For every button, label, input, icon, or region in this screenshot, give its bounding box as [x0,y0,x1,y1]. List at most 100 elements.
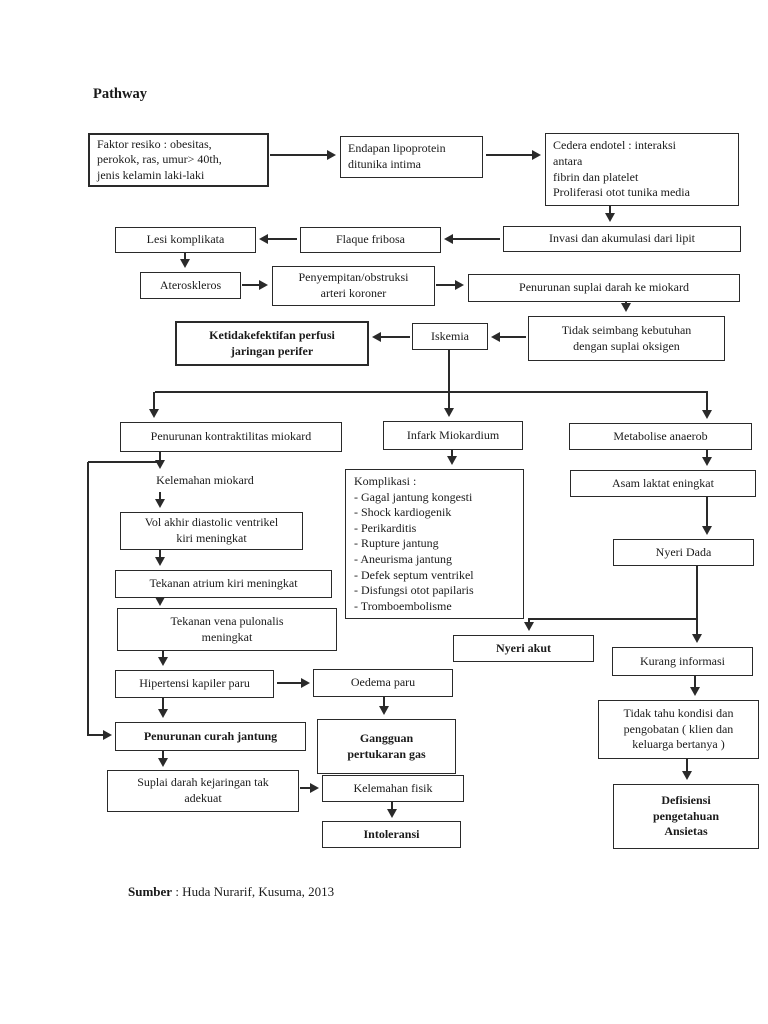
node-invasi-akumulasi: Invasi dan akumulasi dari lipit [503,226,741,252]
arrowhead-icon [149,409,159,418]
connector-line [159,550,161,559]
arrowhead-icon [690,687,700,696]
connector-line [706,450,708,459]
node-tekanan-atrium: Tekanan atrium kiri meningkat [115,570,332,598]
arrowhead-icon [605,213,615,222]
node-oedema-paru: Oedema paru [313,669,453,697]
node-penurunan-suplai-darah: Penurunan suplai darah ke miokard [468,274,740,302]
node-penyempitan-obstruksi: Penyempitan/obstruksi arteri koroner [272,266,435,306]
source-citation: Sumber : Huda Nurarif, Kusuma, 2013 [128,884,334,900]
arrowhead-icon [372,332,381,342]
node-vol-akhir-diastolic: Vol akhir diastolic ventrikel kiri menin… [120,512,303,550]
arrowhead-icon [158,758,168,767]
connector-line [162,698,164,711]
node-intoleransi: Intoleransi [322,821,461,848]
connector-line [529,618,698,620]
node-kurang-informasi: Kurang informasi [612,647,753,676]
connector-line [300,787,312,789]
arrowhead-icon [310,783,319,793]
connector-line [162,651,164,659]
source-text: : Huda Nurarif, Kusuma, 2013 [172,884,335,899]
node-kelemahan-fisik: Kelemahan fisik [322,775,464,802]
arrowhead-icon [327,150,336,160]
arrowhead-icon [155,499,165,508]
arrowhead-icon [702,526,712,535]
connector-line [451,450,453,458]
node-kelemahan-miokard: Kelemahan miokard [156,473,254,487]
connector-line [383,697,385,708]
connector-line [451,238,500,240]
arrowhead-icon [682,771,692,780]
arrowhead-icon [259,280,268,290]
page-title: Pathway [93,86,147,102]
node-cedera-endotel: Cedera endotel : interaksi antara fibrin… [545,133,739,206]
node-nyeri-akut: Nyeri akut [453,635,594,662]
connector-line [155,391,708,393]
node-hipertensi-kapiler: Hipertensi kapiler paru [115,670,274,698]
node-nyeri-dada: Nyeri Dada [613,539,754,566]
arrowhead-icon [155,460,165,469]
arrowhead-icon [524,622,534,631]
connector-line [486,154,534,156]
connector-line [706,392,708,412]
node-tidak-seimbang-kebutuhan: Tidak seimbang kebutuhan dengan suplai o… [528,316,725,361]
arrowhead-icon [532,150,541,160]
node-infark-miokardium: Infark Miokardium [383,421,523,450]
connector-line [153,392,155,411]
node-ketidakefektifan-perfusi: Ketidakefektifan perfusi jaringan perife… [175,321,369,366]
connector-line [162,751,164,760]
node-faktor-resiko: Faktor resiko : obesitas, perokok, ras, … [88,133,269,187]
arrowhead-icon [702,410,712,419]
node-lesi-komplikata: Lesi komplikata [115,227,256,253]
connector-line [528,618,530,624]
connector-line [88,461,160,463]
connector-line [184,253,186,261]
arrowhead-icon [259,234,268,244]
node-penurunan-kontraktilitas: Penurunan kontraktilitas miokard [120,422,342,452]
arrowhead-icon [158,709,168,718]
arrowhead-icon [444,408,454,417]
arrowhead-icon [491,332,500,342]
arrowhead-icon [455,280,464,290]
source-label: Sumber [128,884,173,899]
connector-line [436,284,457,286]
node-metabolise-anaerob: Metabolise anaerob [569,423,752,450]
connector-line [159,452,161,462]
connector-line [379,336,410,338]
node-asam-laktat: Asam laktat eningkat [570,470,756,497]
connector-line [270,154,329,156]
node-iskemia: Iskemia [412,323,488,350]
connector-line [609,206,611,215]
connector-line [87,734,105,736]
node-komplikasi: Komplikasi : - Gagal jantung kongesti - … [345,469,524,619]
node-ateroskleros: Ateroskleros [140,272,241,299]
connector-line [694,676,696,689]
node-gangguan-pertukaran-gas: Gangguan pertukaran gas [317,719,456,774]
node-flaque-fribosa: Flaque fribosa [300,227,441,253]
arrowhead-icon [155,597,165,606]
connector-line [448,350,450,393]
node-endapan-lipoprotein: Endapan lipoprotein ditunika intima [340,136,483,178]
node-tekanan-vena: Tekanan vena pulonalis meningkat [117,608,337,651]
arrowhead-icon [621,303,631,312]
arrowhead-icon [444,234,453,244]
connector-line [159,492,161,501]
arrowhead-icon [447,456,457,465]
connector-line [87,462,89,736]
arrowhead-icon [692,634,702,643]
connector-line [706,497,708,528]
connector-line [696,566,698,636]
node-penurunan-curah-jantung: Penurunan curah jantung [115,722,306,751]
arrowhead-icon [103,730,112,740]
arrowhead-icon [702,457,712,466]
arrowhead-icon [158,657,168,666]
arrowhead-icon [180,259,190,268]
connector-line [266,238,297,240]
arrowhead-icon [155,557,165,566]
arrowhead-icon [387,809,397,818]
connector-line [686,759,688,773]
node-tidak-tahu-kondisi: Tidak tahu kondisi dan pengobatan ( klie… [598,700,759,759]
connector-line [277,682,303,684]
arrowhead-icon [301,678,310,688]
